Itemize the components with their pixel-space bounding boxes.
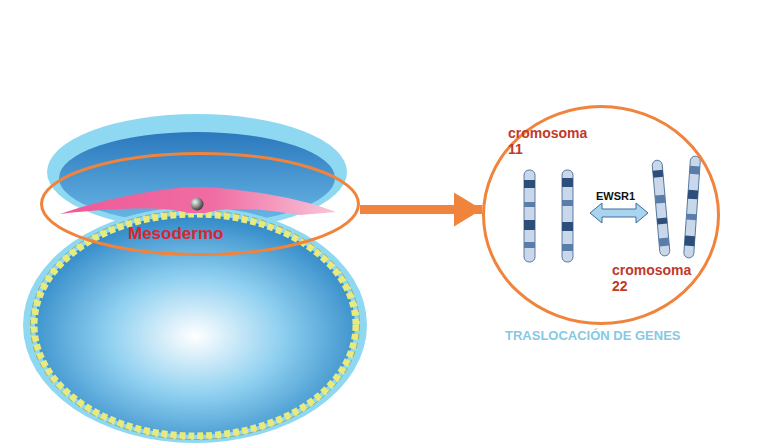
ellipse-outline [42,154,359,255]
yolk-sac [35,215,355,435]
amnion [47,114,347,230]
exchange-arrow [590,203,648,223]
mesoderm-band [60,187,336,215]
caption-label: TRASLOCACIÓN DE GENES [505,328,681,343]
chromosome-label: cromosoma 11 [508,125,592,157]
ellipse-outline [484,107,719,324]
translocation-circle: cromosoma 11 EWSR1 cromosoma 22 [482,105,720,325]
yolk-sac-wall [23,207,367,443]
mesoderm-ellipse: Mesodermo [40,152,360,256]
amniotic-cavity [59,132,335,224]
gene-label: EWSR1 [596,190,635,203]
region-label: Mesodermo [128,224,223,244]
primitive-node [191,198,204,211]
flow-arrow [360,205,482,214]
endoderm-cells [34,214,356,436]
chromosome-label: cromosoma 22 [612,262,696,294]
chromosome-22-pair [652,156,701,258]
endoderm-outline [31,211,360,440]
chromosome-11-pair [524,170,573,262]
